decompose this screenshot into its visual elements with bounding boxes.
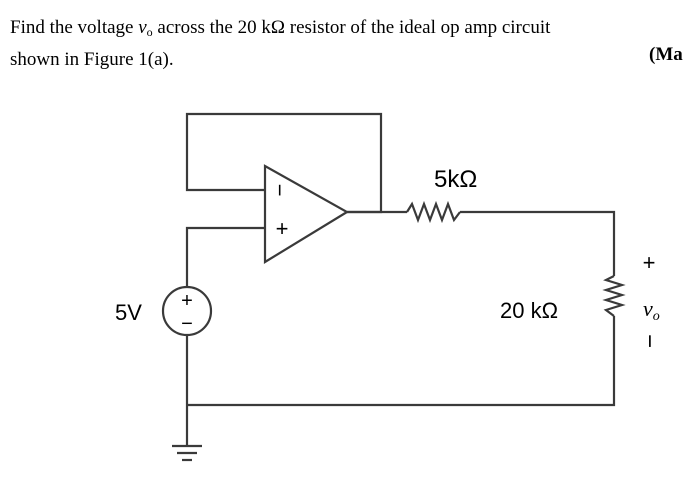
- vo-symbol: vo: [138, 17, 153, 39]
- vo-label: vo: [643, 296, 660, 324]
- question-text: Find the voltage vo across the 20 kΩ res…: [10, 14, 550, 73]
- resistor-20k: [602, 275, 626, 317]
- noninverting-input-wire: [185, 226, 265, 287]
- ground-icon: [172, 444, 202, 462]
- resistor-20k-label: 20 kΩ: [500, 298, 558, 323]
- source-label: 5V: [115, 300, 142, 325]
- question-line-2: shown in Figure 1(a).: [10, 49, 174, 70]
- question-line-1: Find the voltage vo across the 20 kΩ res…: [10, 17, 551, 39]
- opamp-plus-sign: +: [276, 216, 289, 241]
- source-minus-sign: −: [181, 313, 193, 335]
- marks-label: (Ma: [649, 44, 683, 65]
- opamp-minus-sign: −: [267, 184, 292, 197]
- vo-minus-sign: −: [636, 334, 663, 348]
- vo-plus-sign: +: [643, 250, 656, 275]
- voltage-source: [161, 285, 213, 337]
- bottom-rail-wire: [187, 316, 616, 407]
- resistor-5k: [406, 200, 461, 224]
- resistor-5k-label: 5kΩ: [434, 166, 477, 193]
- source-plus-sign: +: [181, 290, 193, 312]
- opamp-triangle: [263, 164, 350, 264]
- series-to-load-wire: [460, 210, 616, 276]
